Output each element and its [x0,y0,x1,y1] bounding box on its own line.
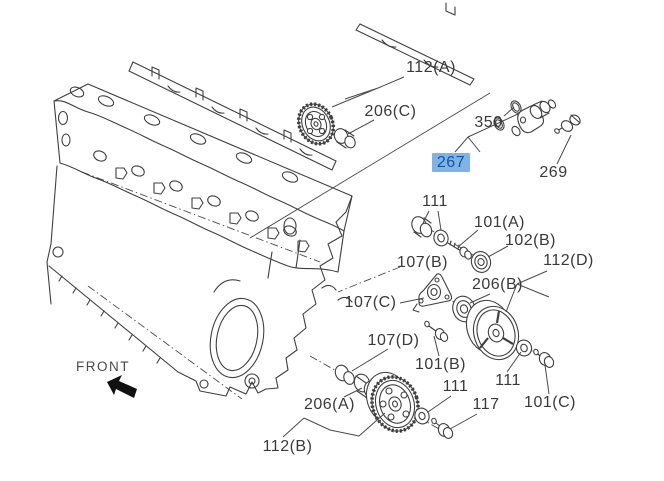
leader-lines [282,76,572,438]
lower-timing-gear-art [365,371,420,433]
part-label-206a[interactable]: 206(A) [303,396,356,413]
bolt-101c-art [533,348,555,368]
part-label-107b[interactable]: 107(B) [396,253,449,271]
idler-pulley-art [465,299,520,361]
part-label-102b[interactable]: 102(B) [504,231,557,249]
part-label-112d[interactable]: 112(D) [543,252,594,269]
bolt-269-art [554,114,581,134]
part-label-206c[interactable]: 206(C) [364,102,417,120]
part-label-350[interactable]: 350 [474,114,503,131]
part-label-112b[interactable]: 112(B) [262,438,313,455]
part-label-101c[interactable]: 101(C) [524,394,576,411]
washer-111-upper-art [515,339,533,357]
cam-sensor-assembly-art [493,99,557,137]
idler-bracket-art [412,273,453,313]
part-label-269[interactable]: 269 [539,163,568,181]
part-label-111b[interactable]: 111 [442,378,469,395]
part-label-111c[interactable]: 111 [495,371,521,389]
camshaft-reference-line [249,92,491,239]
part-label-117[interactable]: 117 [472,395,500,413]
part-label-111a[interactable]: 111 [422,193,448,210]
part-label-206b[interactable]: 206(B) [471,275,524,293]
engine-block-art [46,165,353,397]
front-direction-arrow-icon [107,375,137,398]
part-label-101a[interactable]: 101(A) [473,213,526,231]
part-label-107d[interactable]: 107(D) [367,331,420,349]
front-label: FRONT [76,358,130,374]
camshaft-idler-gear-art [296,102,336,146]
bolt-117-art [431,417,454,439]
part-label-267[interactable]: 267 [432,153,470,172]
part-label-112a[interactable]: 112(A) [406,58,456,76]
washer-111-lower-art [414,407,430,425]
camshaft-rail-art [128,2,475,171]
part-label-107c[interactable]: 107(C) [344,294,397,311]
camshaft-end-parts-art [411,216,492,273]
part-label-101b[interactable]: 101(B) [414,355,467,373]
bolt-101b-art [424,320,449,342]
